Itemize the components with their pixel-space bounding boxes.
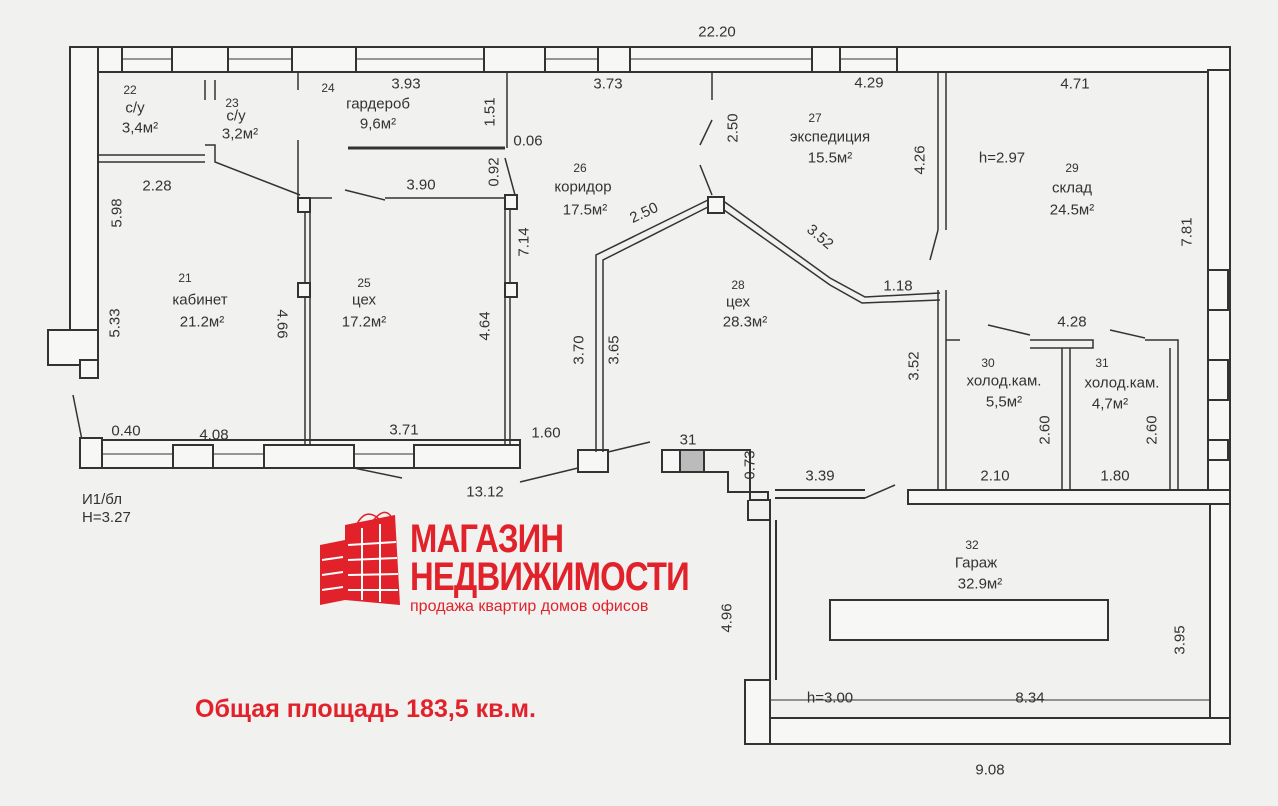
dim: 2.60	[1143, 415, 1161, 445]
brand-line1: МАГАЗИН	[410, 517, 564, 561]
room-25-number: 25	[357, 276, 371, 290]
room-22-number: 22	[123, 83, 137, 97]
dim: 8.34	[1015, 689, 1045, 707]
room-22-name: с/у	[125, 99, 145, 117]
room-29-name: склад	[1051, 179, 1093, 197]
room-24-name: гардероб	[346, 95, 410, 113]
dim: 7.14	[515, 227, 533, 257]
room-21-number: 21	[178, 271, 192, 285]
dim: 0.40	[111, 422, 141, 440]
dim: 1.80	[1100, 467, 1130, 485]
garage-height: h=3.00	[806, 689, 854, 707]
room-21-area: 21.2м²	[179, 313, 225, 331]
room-31-marker: 31	[679, 431, 697, 449]
dim: 3.95	[1171, 625, 1189, 655]
room-30-number: 30	[981, 356, 995, 370]
dim: 5.98	[108, 198, 126, 228]
room-22-area: 3,4м²	[121, 119, 159, 137]
room-32-area: 32.9м²	[957, 575, 1003, 593]
dim: 0.06	[513, 132, 543, 150]
dim: 4.66	[273, 309, 291, 339]
room-32-number: 32	[965, 538, 979, 552]
room-31-number: 31	[1095, 356, 1109, 370]
note-line2: H=3.27	[82, 509, 131, 526]
dim: 3.65	[605, 335, 623, 365]
dim: 4.64	[476, 311, 494, 341]
dim: 2.10	[980, 467, 1010, 485]
brand-line2: НЕДВИЖИМОСТИ	[410, 555, 690, 599]
room-26-name: коридор	[554, 178, 612, 196]
dim: 3.90	[406, 176, 436, 194]
room-27-area: 15.5м²	[807, 149, 853, 167]
room-30-area: 5,5м²	[985, 393, 1023, 411]
dim: 1.60	[531, 424, 561, 442]
dim: 3.52	[905, 351, 923, 381]
dim: 1.18	[883, 277, 913, 295]
room-29-area: 24.5м²	[1049, 201, 1095, 219]
brand-tagline: продажа квартир домов офисов	[410, 598, 649, 615]
dim-top-total: 22.20	[698, 23, 736, 41]
room-30-name: холод.кам.	[966, 372, 1042, 390]
room-23-name: с/у	[226, 107, 246, 125]
room-27-number: 27	[808, 111, 822, 125]
dim: 9.08	[975, 761, 1005, 779]
dim: 4.26	[911, 145, 929, 175]
dim: 3.71	[389, 421, 419, 439]
room-31-name: холод.кам.	[1084, 374, 1160, 392]
ceiling-height: h=2.97	[978, 149, 1026, 167]
room-25-name: цех	[352, 291, 376, 309]
dim-bottom-total: 13.12	[466, 483, 504, 501]
room-29-number: 29	[1065, 161, 1079, 175]
note-line1: И1/бл	[82, 491, 122, 508]
dim: 4.08	[199, 426, 229, 444]
dim: 5.33	[106, 308, 124, 338]
room-26-area: 17.5м²	[562, 201, 608, 219]
room-28-name: цех	[726, 293, 750, 311]
total-area: Общая площадь 183,5 кв.м.	[195, 695, 536, 723]
dim: 0.73	[741, 450, 759, 480]
room-24-number: 24	[321, 81, 335, 95]
room-32-name: Гараж	[954, 554, 998, 572]
dim: 7.81	[1178, 217, 1196, 247]
dim: 4.28	[1057, 313, 1087, 331]
dim: 3.73	[593, 75, 623, 93]
dim: 2.50	[724, 113, 742, 143]
dim: 2.60	[1036, 415, 1054, 445]
room-27-name: экспедиция	[789, 128, 871, 146]
dim: 4.71	[1060, 75, 1090, 93]
room-23-area: 3,2м²	[221, 125, 259, 143]
room-21-name: кабинет	[172, 291, 228, 309]
room-31-area: 4,7м²	[1091, 395, 1129, 413]
room-26-number: 26	[573, 161, 587, 175]
room-25-area: 17.2м²	[341, 313, 387, 331]
dim: 1.51	[481, 97, 499, 127]
dim: 4.96	[718, 603, 736, 633]
dim: 0.92	[485, 157, 503, 187]
room-28-number: 28	[731, 278, 745, 292]
dim: 3.70	[570, 335, 588, 365]
dim: 3.39	[805, 467, 835, 485]
room-28-area: 28.3м²	[722, 313, 768, 331]
room-23-number: 23	[225, 96, 239, 110]
dim: 2.28	[142, 177, 172, 195]
dim: 4.29	[854, 74, 884, 92]
dim: 3.93	[391, 75, 421, 93]
room-24-area: 9,6м²	[359, 115, 397, 133]
